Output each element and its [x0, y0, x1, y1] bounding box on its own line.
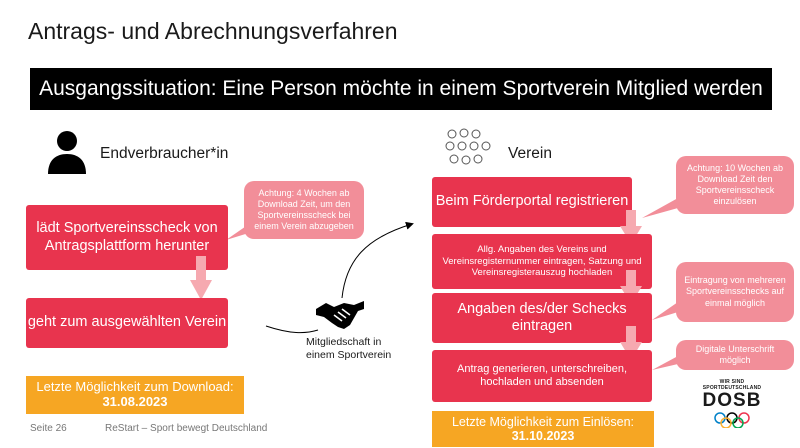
logo-tagline: WIR SIND SPORTDEUTSCHLAND: [702, 379, 762, 391]
bubble-tail: [642, 198, 678, 218]
membership-caption: Mitgliedschaft in einem Sportverein: [306, 336, 392, 362]
handshake-icon: [316, 301, 364, 329]
download-deadline-date: 31.08.2023: [102, 394, 168, 409]
arrow-down-icon: [190, 256, 212, 300]
page-number: Seite 26: [30, 423, 67, 434]
club-details-box: Allg. Angaben des Vereins und Vereinsreg…: [432, 234, 652, 289]
consumer-heading: Endverbraucher*in: [100, 145, 229, 162]
footer-text: ReStart – Sport bewegt Deutschland: [105, 423, 268, 434]
submit-application-box: Antrag generieren, unterschreiben, hochl…: [432, 350, 652, 402]
download-check-box: lädt Sportvereinsscheck von Antragsplatt…: [26, 205, 228, 270]
bubble-tail: [652, 356, 678, 370]
olympic-rings-icon: [714, 412, 750, 429]
page-title: Antrags- und Abrechnungsverfahren: [28, 18, 398, 44]
dosb-logo: WIR SIND SPORTDEUTSCHLAND DOSB: [700, 379, 764, 433]
redeem-deadline-box: Letzte Möglichkeit zum Einlösen: 31.10.2…: [432, 411, 654, 447]
bubble-tail: [226, 222, 252, 240]
bubble-tail: [652, 302, 678, 320]
club-heading: Verein: [508, 145, 552, 162]
download-deadline-box: Letzte Möglichkeit zum Download: 31.08.2…: [26, 376, 244, 414]
go-to-club-box: geht zum ausgewählten Verein: [26, 298, 228, 348]
situation-banner: Ausgangssituation: Eine Person möchte in…: [30, 68, 772, 110]
register-portal-box: Beim Förderportal registrieren: [432, 177, 632, 227]
check-details-box: Angaben des/der Schecks eintragen: [432, 293, 652, 343]
multiple-checks-bubble: Eintragung von mehreren Sportvereinssche…: [676, 262, 794, 322]
person-icon: [48, 131, 86, 174]
download-deadline-label: Letzte Möglichkeit zum Download:: [36, 379, 234, 395]
sports-icons-icon: [445, 128, 491, 165]
download-note-bubble: Achtung: 4 Wochen ab Download Zeit, um d…: [244, 181, 364, 239]
digital-signature-bubble: Digitale Unterschrift möglich: [676, 340, 794, 370]
redeem-note-bubble: Achtung: 10 Wochen ab Download Zeit den …: [676, 156, 794, 214]
logo-name: DOSB: [702, 390, 762, 411]
redeem-deadline-date: 31.10.2023: [511, 429, 575, 443]
redeem-deadline-label: Letzte Möglichkeit zum Einlösen:: [451, 414, 635, 429]
